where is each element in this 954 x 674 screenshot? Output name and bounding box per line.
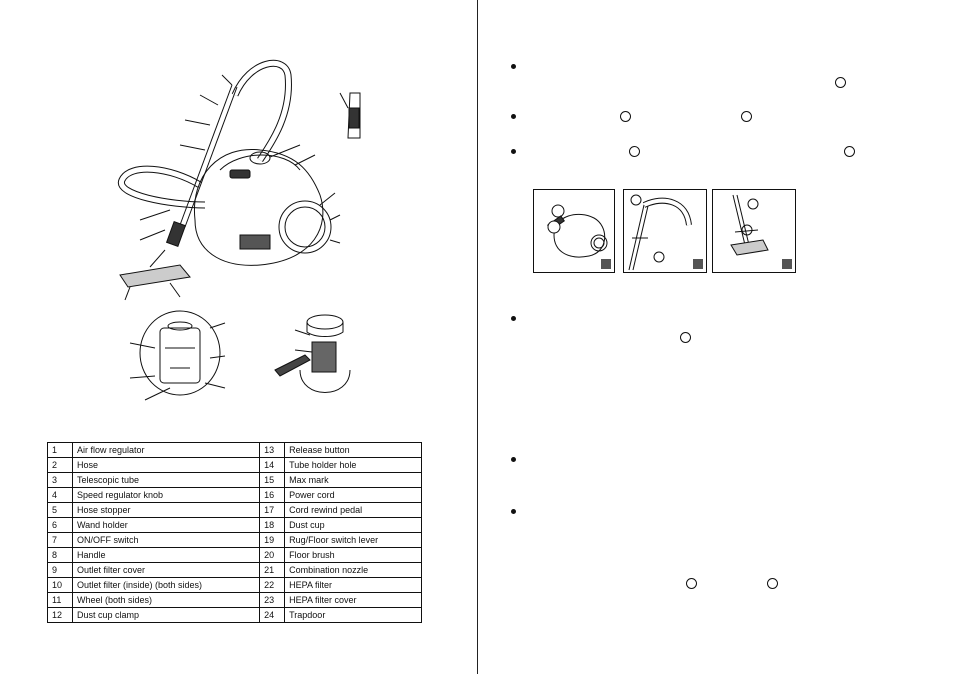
assembly-figure-hose: [533, 189, 615, 273]
dust-cup-illustration: [129, 310, 226, 401]
hose-tube-icon: [628, 194, 692, 271]
assembly-figure-brush: [712, 189, 796, 273]
vacuum-cleaner-illustration: [118, 59, 341, 301]
bullet-dot-icon: [511, 149, 516, 154]
callout-circle-icon: [680, 332, 691, 343]
bullet-dot-icon: [511, 114, 516, 119]
callout-circle-icon: [844, 146, 855, 157]
bullet-dot-icon: [511, 509, 516, 514]
page-divider: [477, 0, 478, 674]
bullet-dot-icon: [511, 457, 516, 462]
combination-nozzle-illustration: [339, 92, 361, 139]
vacuum-body-icon: [547, 204, 608, 258]
callout-circle-icon: [620, 111, 631, 122]
callout-circle-icon: [767, 578, 778, 589]
assembly-figure-tube: [623, 189, 707, 273]
callout-circle-icon: [835, 77, 846, 88]
bullet-dot-icon: [511, 64, 516, 69]
floor-brush-icon: [730, 194, 769, 256]
callout-circle-icon: [629, 146, 640, 157]
filled-square-icon: [693, 259, 703, 269]
hepa-filter-illustration: [274, 314, 351, 393]
bullet-dot-icon: [511, 316, 516, 321]
callout-circle-icon: [741, 111, 752, 122]
filled-square-icon: [782, 259, 792, 269]
filled-square-icon: [601, 259, 611, 269]
callout-circle-icon: [686, 578, 697, 589]
